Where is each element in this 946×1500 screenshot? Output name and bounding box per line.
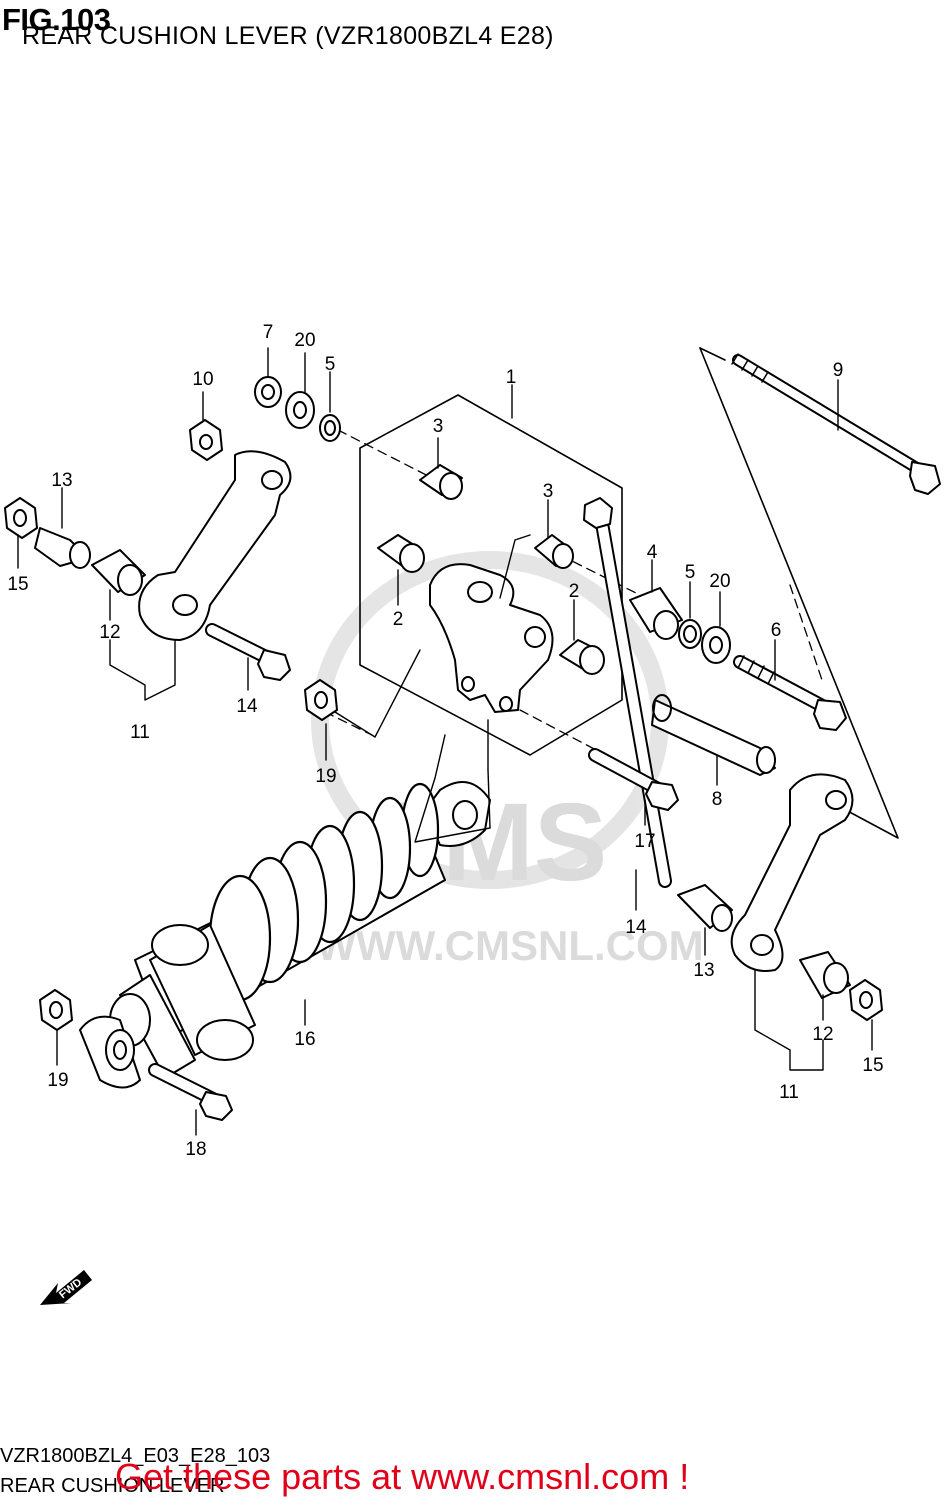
callout-2b: 2 xyxy=(569,581,580,602)
callout-5: 5 xyxy=(325,354,336,375)
callout-13b: 13 xyxy=(693,960,714,981)
callout-labels: 7 20 5 10 1 9 3 13 3 15 2 4 5 20 2 12 6 … xyxy=(7,322,883,1160)
callout-9: 9 xyxy=(833,360,844,381)
part-15-nut-right xyxy=(849,979,883,1021)
part-2-bearing-left xyxy=(377,534,425,573)
diagram-name: REAR CUSHION LEVER xyxy=(0,1475,225,1497)
part-11-link-left xyxy=(138,450,292,641)
part-3-bearing-upper xyxy=(419,464,463,500)
part-12-bearing-right xyxy=(799,951,851,999)
part-13-collar-right xyxy=(677,884,733,932)
callout-11b: 11 xyxy=(779,1082,799,1103)
callout-17: 17 xyxy=(634,831,655,852)
part-12-bearing-left xyxy=(91,549,146,596)
callout-15b: 15 xyxy=(862,1055,883,1076)
callout-10: 10 xyxy=(192,369,213,390)
part-20-washer xyxy=(285,391,315,429)
callout-3b: 3 xyxy=(543,481,554,502)
callout-15: 15 xyxy=(7,574,28,595)
part-13-collar-left xyxy=(34,527,91,569)
diagram-code: VZR1800BZL4_E03_E28_103 xyxy=(0,1445,271,1467)
callout-1: 1 xyxy=(506,367,517,388)
part-7-nut xyxy=(254,376,282,408)
callout-12: 12 xyxy=(99,622,120,643)
callout-6: 6 xyxy=(771,620,782,641)
callout-14b: 14 xyxy=(625,917,647,938)
callout-5b: 5 xyxy=(685,562,696,583)
callout-7: 7 xyxy=(263,322,274,343)
assembly-outline-right xyxy=(699,347,899,839)
part-3-bearing-right xyxy=(534,534,574,569)
part-11-link-right xyxy=(730,773,854,972)
callout-4: 4 xyxy=(647,542,658,563)
bracket-outline xyxy=(359,394,623,756)
callout-2: 2 xyxy=(393,609,404,630)
part-17-bolt xyxy=(588,748,679,811)
callout-12b: 12 xyxy=(812,1024,833,1045)
part-14-bolt-left xyxy=(205,623,291,681)
part-5-seal-right xyxy=(678,619,702,649)
callout-16: 16 xyxy=(294,1029,315,1050)
callout-18: 18 xyxy=(185,1139,206,1160)
callout-20b: 20 xyxy=(709,571,730,592)
part-2-bearing-right xyxy=(559,639,605,675)
part-14-bolt-right xyxy=(583,497,672,888)
part-18-bolt xyxy=(148,1063,233,1121)
part-10-nut xyxy=(189,419,223,461)
promo-banner-link[interactable]: Get these parts at www.cmsnl.com ! xyxy=(115,1456,690,1497)
callout-14: 14 xyxy=(236,696,258,717)
watermark-url: WWW.CMSNL.COM xyxy=(316,922,703,969)
callout-11: 11 xyxy=(130,722,150,743)
part-15-nut-left xyxy=(4,497,38,539)
part-16-shock-absorber xyxy=(79,781,491,1089)
part-6-bolt xyxy=(733,655,847,731)
part-1-cushion-lever xyxy=(429,563,554,713)
callout-20: 20 xyxy=(294,330,315,351)
fwd-arrow-icon: FWD xyxy=(40,1270,92,1305)
part-20-washer-right xyxy=(701,626,731,664)
figure-title: REAR CUSHION LEVER (VZR1800BZL4 E28) xyxy=(22,22,554,50)
part-19-nut-upper xyxy=(304,679,338,721)
callout-19b: 19 xyxy=(47,1070,68,1091)
part-19-nut-lower xyxy=(39,989,73,1031)
part-5-seal xyxy=(319,414,341,442)
callout-8: 8 xyxy=(712,789,723,810)
part-4-collar xyxy=(629,587,683,640)
leader-lines xyxy=(17,347,873,1136)
figure-number: FIG.103 xyxy=(2,2,111,37)
part-8-shaft xyxy=(651,694,776,776)
callout-13: 13 xyxy=(51,470,72,491)
part-9-long-bolt xyxy=(731,353,941,495)
callout-19: 19 xyxy=(315,766,336,787)
callout-3: 3 xyxy=(433,416,444,437)
